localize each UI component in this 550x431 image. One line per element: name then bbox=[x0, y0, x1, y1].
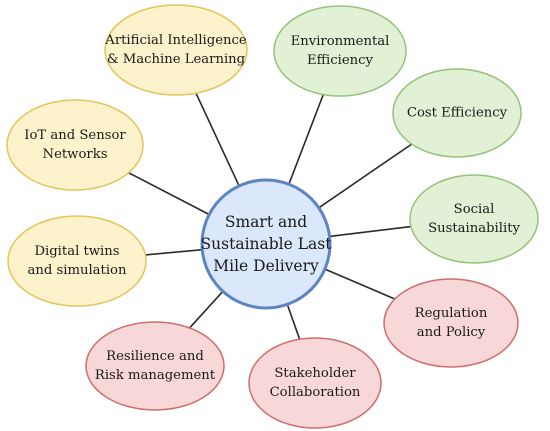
node-iot-label: Networks bbox=[43, 147, 108, 162]
node-ai-ml: Artificial Intelligence & Machine Learnin… bbox=[104, 4, 248, 96]
node-regulation-shape bbox=[383, 278, 519, 368]
node-stakeholder-label: Collaboration bbox=[270, 385, 361, 400]
node-social-shape bbox=[409, 174, 539, 264]
node-cost: Cost Efficiency bbox=[392, 68, 522, 158]
node-iot-label: IoT and Sensor bbox=[24, 128, 126, 143]
central-topic-label: Smart and bbox=[225, 213, 307, 231]
node-resilience-label: Resilience and bbox=[106, 349, 204, 364]
node-ai-ml-label: & Machine Learning bbox=[107, 52, 246, 67]
node-cost-label: Cost Efficiency bbox=[407, 106, 508, 121]
node-stakeholder-shape bbox=[248, 337, 382, 429]
node-social-label: Sustainability bbox=[428, 221, 520, 236]
central-topic-label: Mile Delivery bbox=[213, 257, 319, 275]
node-ai-ml-shape bbox=[104, 4, 248, 96]
connector-social bbox=[329, 225, 412, 238]
central-topic-label: Sustainable Last bbox=[201, 235, 333, 253]
node-regulation-label: Regulation bbox=[415, 306, 488, 321]
connector-iot bbox=[128, 171, 210, 216]
node-digital-twins-shape bbox=[7, 215, 147, 307]
node-ai-ml-label: Artificial Intelligence bbox=[104, 33, 247, 48]
connector-ai-ml bbox=[195, 92, 240, 187]
node-environmental-shape bbox=[273, 5, 407, 97]
node-cost-shape bbox=[392, 68, 522, 158]
node-resilience-label: Risk management bbox=[95, 368, 216, 383]
node-stakeholder-label: Stakeholder bbox=[274, 366, 356, 381]
node-environmental-label: Environmental bbox=[291, 34, 390, 49]
connector-resilience bbox=[189, 290, 224, 329]
node-digital-twins-label: and simulation bbox=[27, 263, 127, 278]
connector-digital-twins bbox=[145, 248, 203, 256]
node-digital-twins: Digital twins and simulation bbox=[7, 215, 147, 307]
node-regulation-label: and Policy bbox=[417, 325, 486, 340]
connector-lines bbox=[128, 92, 413, 340]
node-iot-shape bbox=[6, 99, 144, 191]
node-environmental-label: Efficiency bbox=[307, 53, 374, 68]
node-digital-twins-label: Digital twins bbox=[34, 244, 119, 259]
topic-nodes: Artificial Intelligence & Machine Learnin… bbox=[6, 4, 539, 429]
node-social-label: Social bbox=[454, 202, 495, 217]
connector-cost bbox=[318, 143, 413, 209]
connector-stakeholder bbox=[286, 304, 301, 340]
node-resilience-shape bbox=[85, 321, 225, 411]
connector-environmental bbox=[288, 94, 325, 185]
node-regulation: Regulation and Policy bbox=[383, 278, 519, 368]
central-topic-shape bbox=[200, 178, 332, 310]
connector-regulation bbox=[324, 268, 396, 300]
